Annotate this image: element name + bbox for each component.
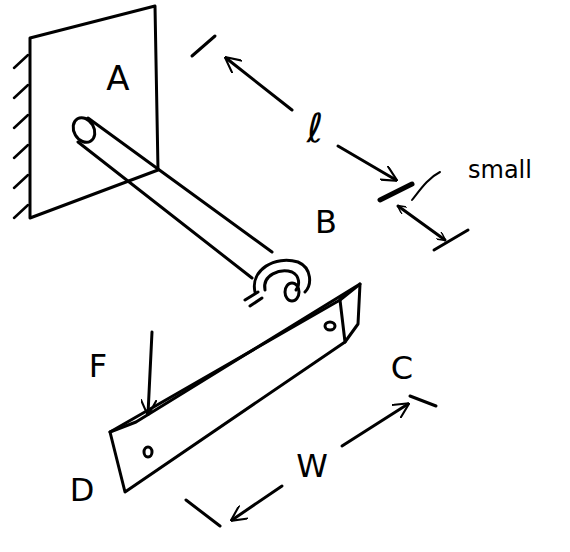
dimension-label: W [296,450,328,482]
bar [110,284,360,492]
point-label: C [391,352,413,384]
force-label: F [89,350,107,382]
width-dimension [186,396,436,526]
point-label: D [70,474,95,506]
wall-hatching [14,55,28,218]
point-label: A [106,61,129,95]
point-label: B [315,206,337,238]
rod [69,114,272,278]
small-dimension [398,172,468,250]
dimension-label: small [468,158,532,182]
force-arrow [148,332,152,414]
dimension-label: ℓ [307,108,324,148]
length-dimension [192,36,412,200]
wall-plate [30,6,158,218]
clevis [245,260,310,306]
